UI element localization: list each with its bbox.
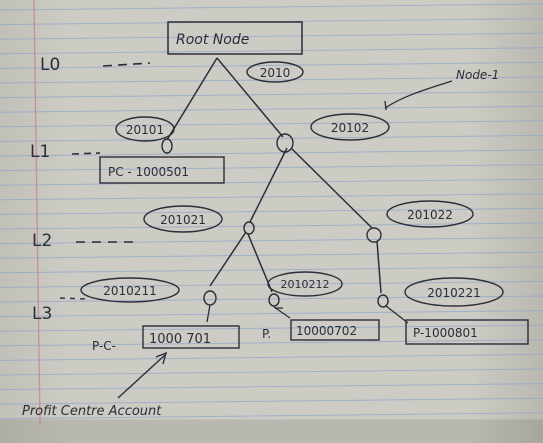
node-oval-20102 xyxy=(310,113,390,141)
node-circle-2010221 xyxy=(377,294,389,308)
account-box-2010211 xyxy=(142,325,240,349)
account-box-20101 xyxy=(99,156,225,184)
node-id-201022: 201022 xyxy=(407,208,453,222)
level-dash-l1 xyxy=(71,152,101,155)
ruled-line xyxy=(0,149,543,157)
ruled-line xyxy=(0,134,543,142)
account-20101: PC - 1000501 xyxy=(108,165,189,179)
ruled-line xyxy=(0,91,543,99)
ruled-line xyxy=(0,251,543,259)
node-1-pointer xyxy=(384,80,453,109)
account-2010211-prefix: P-C- xyxy=(92,339,116,353)
node-circle-20102 xyxy=(276,133,294,153)
account-box-2010212 xyxy=(290,319,380,341)
ruled-line xyxy=(0,339,543,347)
node-id-2010221: 2010221 xyxy=(427,286,480,300)
account-2010212-value: 10000702 xyxy=(296,324,357,338)
level-label-l3: L3 xyxy=(32,304,52,324)
ruled-line xyxy=(0,222,543,230)
account-pointers xyxy=(206,304,409,324)
node-id-20101: 20101 xyxy=(126,123,164,137)
ruled-line xyxy=(0,193,543,201)
root-node-box xyxy=(167,21,303,55)
node-oval-20101 xyxy=(115,116,175,142)
ruled-line xyxy=(0,383,543,391)
node-id-201021: 201021 xyxy=(160,213,206,227)
ruled-line xyxy=(0,266,543,274)
node-1-annotation: Node-1 xyxy=(456,68,499,82)
level-label-l2: L2 xyxy=(32,231,52,251)
footnote-label: Profit Centre Account xyxy=(22,404,162,419)
footnote-arrow xyxy=(117,354,166,399)
node-circle-2010212 xyxy=(268,293,280,307)
ruled-line xyxy=(0,32,543,40)
node-id-2010212: 2010212 xyxy=(281,278,330,291)
node-1-pointer-tick xyxy=(384,100,387,111)
ruled-line xyxy=(0,3,543,11)
ruled-line xyxy=(0,207,543,215)
node-oval-2010211 xyxy=(80,277,180,303)
node-id-2010211: 2010211 xyxy=(103,284,156,298)
root-node-label: Root Node xyxy=(176,32,249,48)
node-circle-201021 xyxy=(243,221,255,235)
node-circle-201022 xyxy=(366,227,382,243)
account-2010221: P-1000801 xyxy=(413,326,478,340)
account-2010212-prefix: P. xyxy=(262,327,271,341)
ruled-line xyxy=(0,105,543,113)
node-oval-2010221 xyxy=(404,277,504,307)
account-box-2010221 xyxy=(405,319,529,345)
node-oval-201022 xyxy=(386,200,474,228)
account-2010211-value: 1000 701 xyxy=(149,332,211,347)
ruled-line xyxy=(0,310,543,318)
level-dash-l0 xyxy=(102,62,151,67)
level-label-l1: L1 xyxy=(30,142,50,162)
ruled-line xyxy=(0,164,543,172)
node-circle-2010211 xyxy=(203,290,217,306)
ruled-line xyxy=(0,368,543,376)
level-label-l0: L0 xyxy=(40,55,60,75)
node-oval-201021 xyxy=(143,205,223,233)
footnote-arrowhead xyxy=(155,351,168,365)
node-circle-20101 xyxy=(161,138,173,154)
node-circles xyxy=(161,133,389,308)
margin-line xyxy=(33,0,41,426)
node-id-20102: 20102 xyxy=(331,121,369,135)
level-dash-l3 xyxy=(59,297,87,300)
node-oval-2010212 xyxy=(267,271,343,297)
ruled-line xyxy=(0,47,543,55)
node-oval-2010 xyxy=(246,61,304,83)
node-id-2010: 2010 xyxy=(260,66,291,80)
ruled-line xyxy=(0,353,543,361)
